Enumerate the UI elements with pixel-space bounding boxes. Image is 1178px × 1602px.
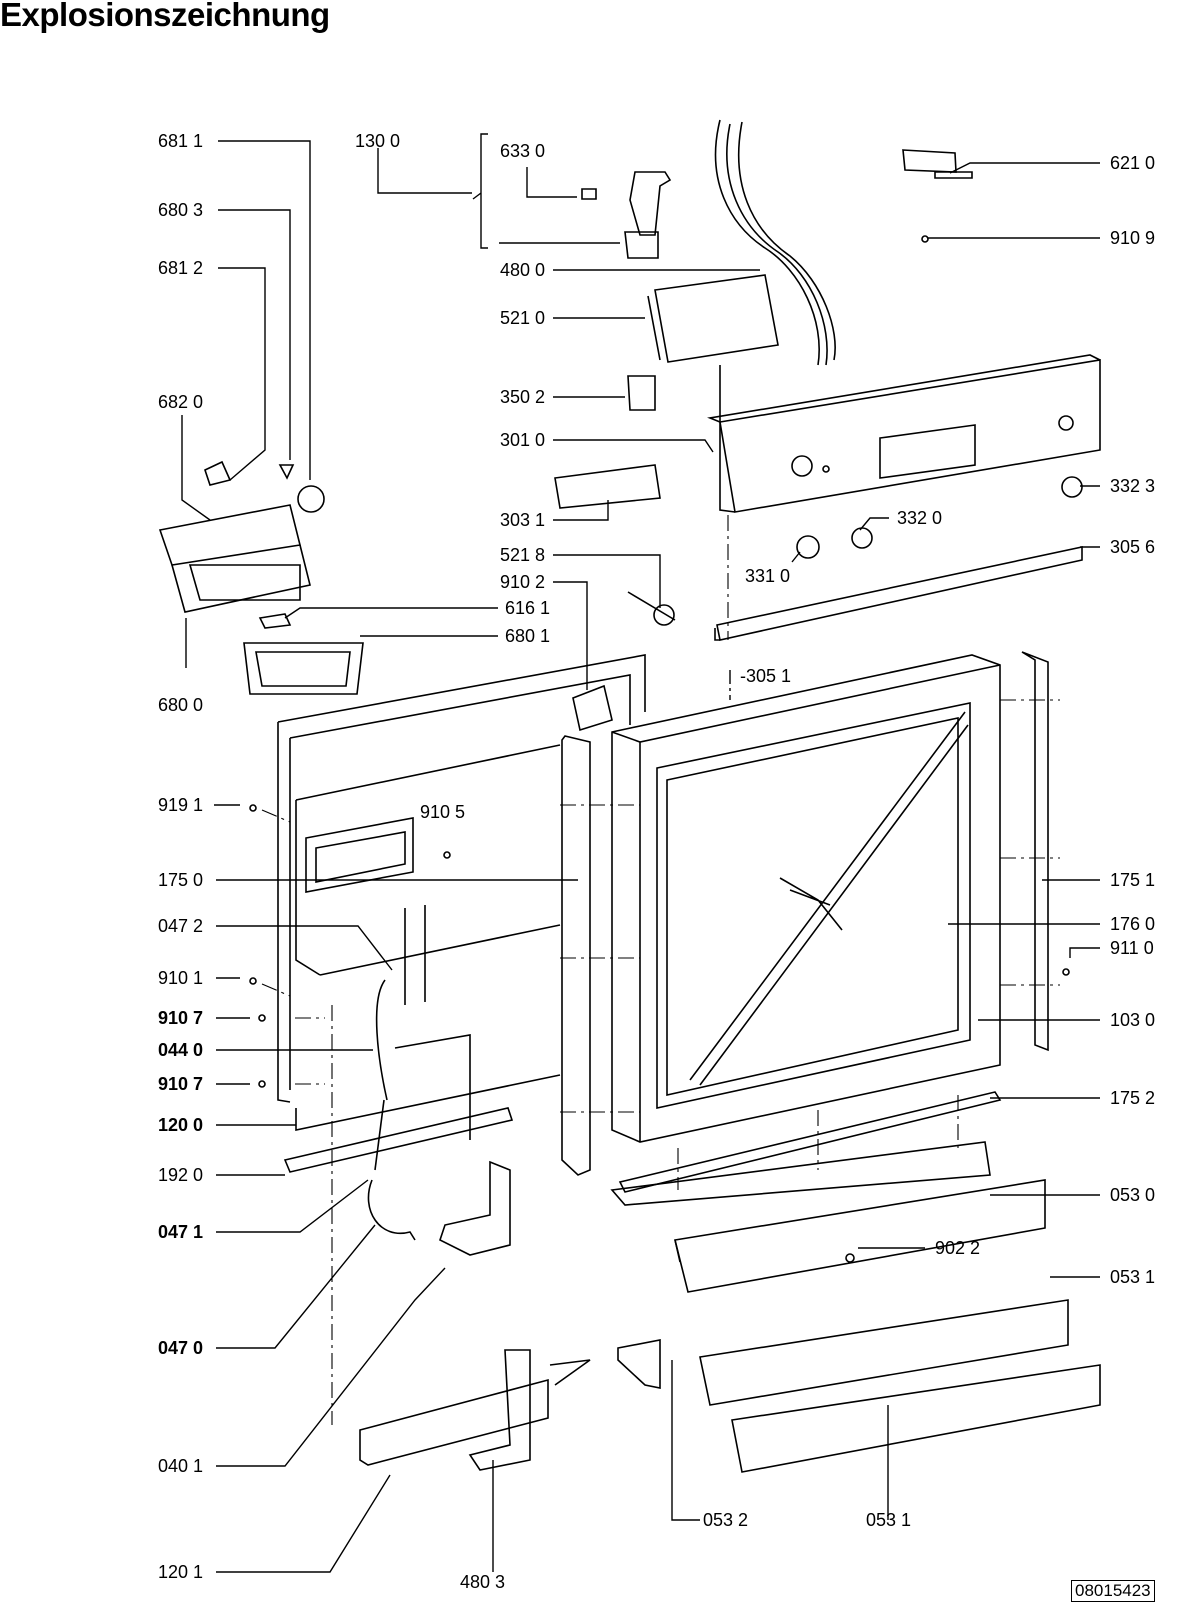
label-0471: 047 1 [158,1222,204,1242]
leader-lines [181,133,1100,1573]
label-9191: 919 1 [158,795,204,815]
label-1752: 175 2 [1110,1088,1156,1108]
label-0440: 044 0 [158,1040,204,1060]
label-1751: 175 1 [1110,870,1156,890]
label-0531-a: 053 1 [1110,1267,1156,1287]
page-title: Explosionszeichnung [0,0,330,33]
outer-door-panel [611,651,1049,1193]
label-0472: 047 2 [158,916,204,936]
controller-parts [581,119,973,411]
label-3502: 350 2 [500,387,546,407]
label-4803: 480 3 [460,1572,506,1592]
label-0470: 047 0 [158,1338,204,1358]
label-9105: 910 5 [420,802,466,822]
label-6820: 682 0 [158,392,204,412]
label-3056: 305 6 [1110,537,1156,557]
label-1030: 103 0 [1110,1010,1156,1030]
label-9102: 910 2 [500,572,546,592]
label-5210: 521 0 [500,308,546,328]
label-0531-b: 053 1 [866,1510,912,1530]
label-9107-b: 910 7 [158,1074,204,1094]
label-4800: 480 0 [500,260,546,280]
label-6330: 633 0 [500,141,546,161]
label-0401: 040 1 [158,1456,204,1476]
inner-door-panel [277,654,646,1256]
label-3310: 331 0 [745,566,791,586]
label-3031: 303 1 [500,510,546,530]
document-number: 08015423 [1071,1580,1155,1602]
alignment-lines [261,515,1060,1425]
label-9022: 902 2 [935,1238,981,1258]
label-1201: 120 1 [158,1562,204,1582]
control-panel-fascia [554,354,1101,641]
label-6811: 681 1 [158,131,204,151]
label-6801: 680 1 [505,626,551,646]
label-3010: 301 0 [500,430,546,450]
label-3051: -305 1 [740,666,792,686]
label-0532: 053 2 [703,1510,749,1530]
plinth-parts [249,804,1101,1473]
label-1920: 192 0 [158,1165,204,1185]
label-5218: 521 8 [500,545,546,565]
label-3323: 332 3 [1110,476,1156,496]
label-9110: 911 0 [1110,938,1154,958]
label-6800: 680 0 [158,695,204,715]
label-1200: 120 0 [158,1115,204,1135]
label-6812: 681 2 [158,258,204,278]
label-6210: 621 0 [1110,153,1156,173]
label-9107-a: 910 7 [158,1008,204,1028]
label-3320: 332 0 [897,508,943,528]
label-1750: 175 0 [158,870,204,890]
label-0530: 053 0 [1110,1185,1156,1205]
dispenser-assembly [158,460,364,695]
label-1760: 176 0 [1110,914,1156,934]
label-9101: 910 1 [158,968,204,988]
label-6161: 616 1 [505,598,551,618]
label-6803: 680 3 [158,200,204,220]
label-9109: 910 9 [1110,228,1156,248]
label-1300: 130 0 [355,131,401,151]
